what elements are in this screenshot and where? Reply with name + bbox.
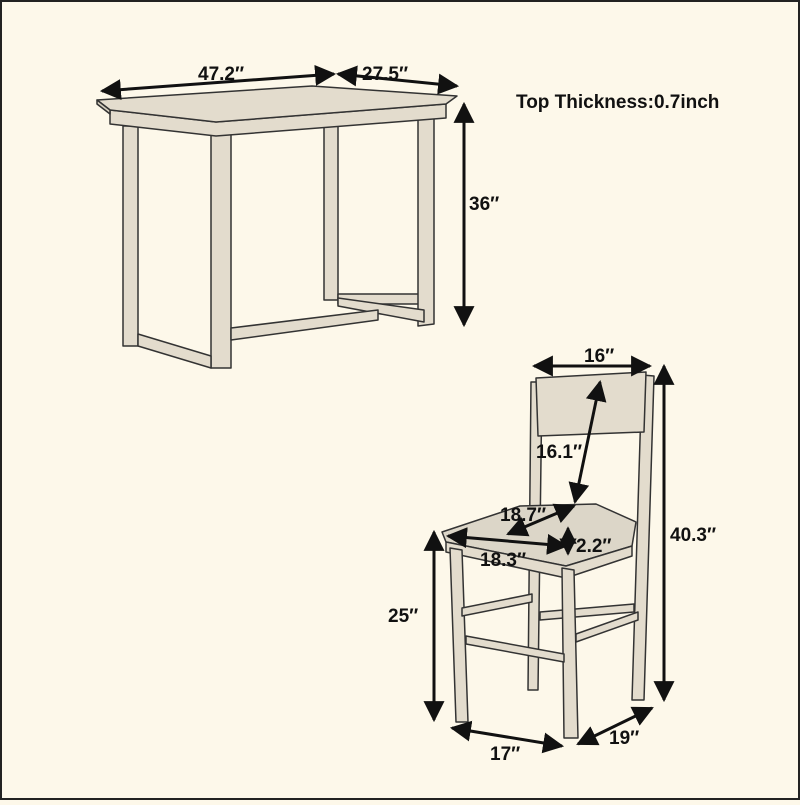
table-bottom-rail-left: [137, 333, 212, 369]
chair-base-depth-arrow: [576, 706, 654, 746]
chair-base-depth-label: 19″: [609, 728, 639, 749]
table-leg-front-right: [417, 115, 435, 327]
table-drawing: [96, 85, 458, 369]
chair-front-stretcher: [465, 635, 565, 663]
table-width-arrow: [99, 64, 337, 101]
chair-right-stretcher: [575, 611, 639, 643]
chair-front-leg-right: [561, 567, 579, 739]
chair-back-stretcher: [539, 603, 635, 621]
chair-seat-height-label: 25″: [388, 606, 418, 627]
chair-seat-depth-label: 18.7″: [500, 505, 546, 526]
table-leg-back-left: [122, 125, 139, 347]
table-depth-arrow: [335, 65, 460, 95]
chair-cushion-label: 2.2″: [576, 536, 612, 557]
chair-drawing: [441, 371, 655, 739]
table-height-label: 36″: [469, 194, 499, 215]
table-bottom-rail-right: [337, 297, 425, 323]
table-leg-back-right: [323, 123, 339, 301]
top-thickness-label: Top Thickness:0.7inch: [516, 92, 719, 113]
chair-back-width-label: 16″: [584, 346, 614, 367]
table-depth-label: 27.5″: [362, 64, 408, 85]
chair-seat-width-arrow: [445, 527, 569, 555]
chair-base-width-label: 17″: [490, 744, 520, 765]
chair-total-height-label: 40.3″: [670, 525, 716, 546]
chair-front-leg-left: [449, 547, 469, 723]
table-leg-front-left: [210, 133, 232, 369]
chair-base-width-arrow: [449, 720, 565, 754]
chair-back-height-label: 16.1″: [536, 442, 582, 463]
chair-left-stretcher: [461, 593, 533, 617]
chair-seat-width-label: 18.3″: [480, 550, 526, 571]
table-top-edge: [96, 99, 111, 115]
table-width-label: 47.2″: [198, 64, 244, 85]
chair-back-height-arrow: [568, 379, 607, 505]
table-bottom-rail-front: [230, 309, 379, 341]
